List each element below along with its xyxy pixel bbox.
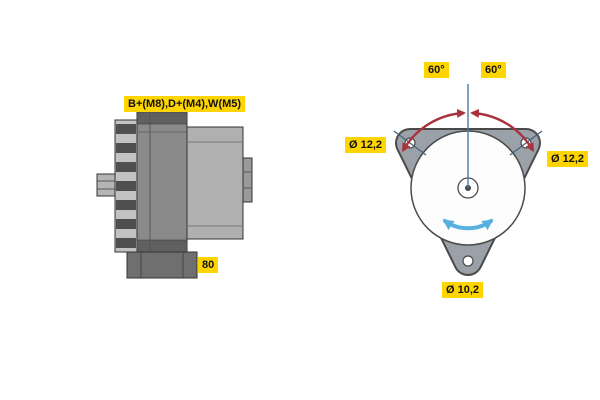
rear-cover (186, 126, 244, 240)
hole-dia-right-label: Ø 12,2 (547, 151, 589, 167)
angle-right-label: 60° (481, 62, 506, 78)
mounting-hole-bottom (462, 255, 474, 267)
angle-arc-left (401, 108, 466, 153)
width-dimension-label: 80 (198, 257, 219, 273)
angle-arc-right (470, 108, 535, 153)
mounting-foot (126, 251, 198, 279)
hole-dia-bottom-label: Ø 10,2 (442, 282, 484, 298)
rotation-arrow (442, 219, 494, 231)
shaft-stub (96, 173, 116, 197)
hole-dia-left-label: Ø 12,2 (345, 137, 387, 153)
alternator-front-view (393, 84, 543, 276)
angle-left-label: 60° (424, 62, 449, 78)
main-housing (136, 111, 188, 253)
alternator-side-view (96, 111, 253, 279)
terminal-block (242, 157, 253, 203)
terminal-label: B+(M8),D+(M4),W(M5) (124, 96, 246, 112)
